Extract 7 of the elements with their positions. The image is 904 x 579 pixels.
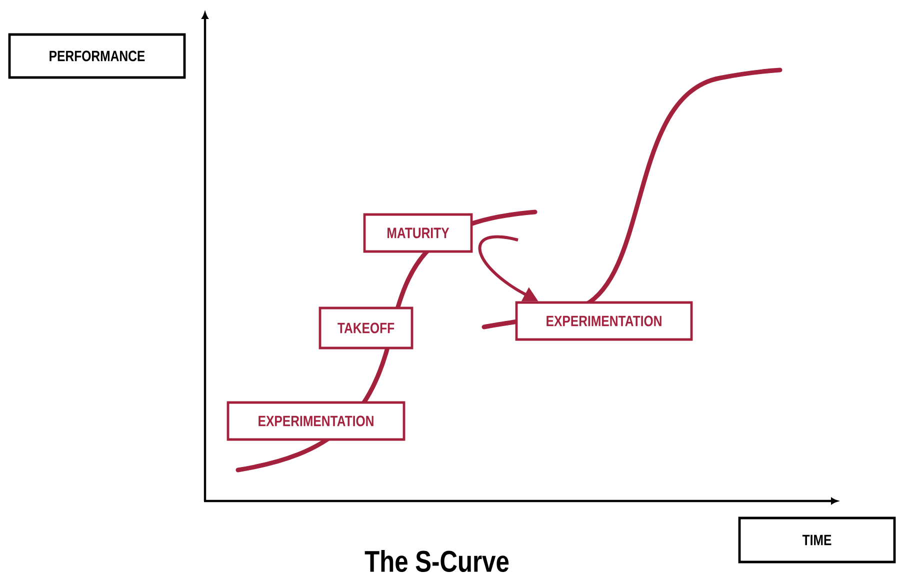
- stage-box: EXPERIMENTATION: [226, 401, 406, 441]
- stage-box: MATURITY: [363, 213, 473, 253]
- axis-label-box: TIME: [738, 516, 896, 564]
- axis-label-box: PERFORMANCE: [8, 33, 186, 79]
- title: The S-Curve: [364, 550, 509, 572]
- stage-box: TAKEOFF: [318, 306, 414, 350]
- stage-box: EXPERIMENTATION: [515, 301, 693, 341]
